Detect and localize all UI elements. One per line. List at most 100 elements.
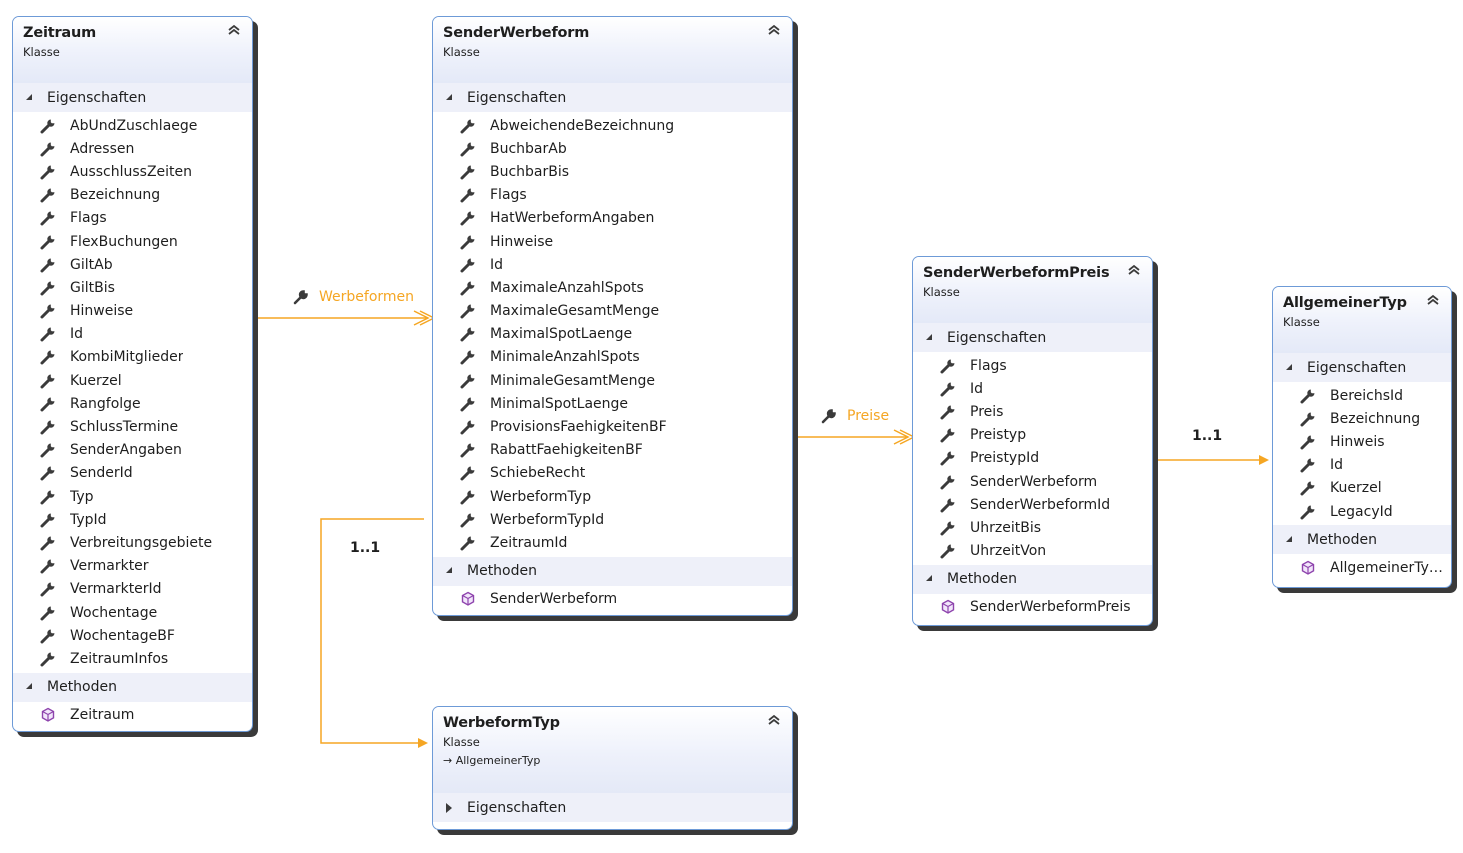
property-item[interactable]: GiltBis [13,276,252,299]
triangle-right-icon[interactable] [443,801,457,815]
property-item[interactable]: BuchbarBis [433,160,792,183]
property-item[interactable]: Hinweise [13,300,252,323]
property-item[interactable]: TypId [13,508,252,531]
double-chevron-up-icon[interactable] [1126,264,1142,278]
properties-section-header[interactable]: Eigenschaften [433,83,792,112]
property-item[interactable]: Hinweise [433,230,792,253]
property-item[interactable]: ProvisionsFaehigkeitenBF [433,415,792,438]
property-item[interactable]: MaximaleGesamtMenge [433,300,792,323]
triangle-down-icon[interactable] [443,564,457,578]
property-item[interactable]: GiltAb [13,253,252,276]
property-item[interactable]: SenderWerbeform [913,470,1152,493]
property-item[interactable]: Verbreitungsgebiete [13,531,252,554]
property-item[interactable]: SenderWerbeformId [913,493,1152,516]
property-item[interactable]: AbUndZuschlaege [13,114,252,137]
methods-section-label: Methoden [947,571,1017,588]
property-item[interactable]: BuchbarAb [433,137,792,160]
property-item[interactable]: AusschlussZeiten [13,160,252,183]
methods-section-header[interactable]: Methoden [13,672,252,702]
double-chevron-up-icon[interactable] [766,714,782,728]
property-item[interactable]: MinimaleAnzahlSpots [433,346,792,369]
property-item[interactable]: WochentageBF [13,624,252,647]
property-item[interactable]: Preis [913,400,1152,423]
property-item[interactable]: VermarkterId [13,578,252,601]
double-chevron-up-icon[interactable] [226,24,242,38]
property-item[interactable]: MinimalSpotLaenge [433,392,792,415]
property-item[interactable]: Wochentage [13,601,252,624]
property-item[interactable]: ZeitraumInfos [13,647,252,670]
methods-section-header[interactable]: Methoden [913,564,1152,594]
property-item[interactable]: Hinweis [1273,430,1451,453]
double-chevron-up-icon[interactable] [766,24,782,38]
properties-section-header[interactable]: Eigenschaften [433,793,792,822]
method-item[interactable]: AllgemeinerTyp... [1273,556,1451,579]
methods-section-header[interactable]: Methoden [1273,525,1451,555]
property-item[interactable]: SchlussTermine [13,415,252,438]
triangle-down-icon[interactable] [923,572,937,586]
property-item[interactable]: WerbeformTyp [433,485,792,508]
property-item[interactable]: Id [13,323,252,346]
property-item[interactable]: SchiebeRecht [433,462,792,485]
properties-section-header[interactable]: Eigenschaften [13,83,252,112]
methods-section-header[interactable]: Methoden [433,556,792,586]
property-item[interactable]: UhrzeitBis [913,516,1152,539]
preise-label[interactable]: Preise [820,407,889,425]
property-item[interactable]: Flags [13,207,252,230]
properties-section-header[interactable]: Eigenschaften [913,323,1152,352]
property-item[interactable]: Typ [13,485,252,508]
method-item[interactable]: SenderWerbeform [433,588,792,611]
property-item[interactable]: ZeitraumId [433,531,792,554]
property-item[interactable]: MinimaleGesamtMenge [433,369,792,392]
property-item[interactable]: Kuerzel [13,369,252,392]
property-item[interactable]: Flags [913,354,1152,377]
property-item[interactable]: FlexBuchungen [13,230,252,253]
property-item[interactable]: Bezeichnung [13,184,252,207]
class-name: Zeitraum [23,25,97,41]
method-item[interactable]: Zeitraum [13,704,252,727]
property-item[interactable]: Id [1273,454,1451,477]
method-item[interactable]: SenderWerbeformPreis [913,596,1152,619]
triangle-down-icon[interactable] [23,680,37,694]
triangle-down-icon[interactable] [443,91,457,105]
property-item[interactable]: KombiMitglieder [13,346,252,369]
property-item[interactable]: Kuerzel [1273,477,1451,500]
triangle-down-icon[interactable] [1283,533,1297,547]
property-item[interactable]: Vermarkter [13,555,252,578]
triangle-down-icon[interactable] [23,91,37,105]
property-item[interactable]: MaximalSpotLaenge [433,323,792,346]
triangle-down-icon[interactable] [923,331,937,345]
property-item[interactable]: HatWerbeformAngaben [433,207,792,230]
property-item[interactable]: Flags [433,184,792,207]
werbeformen-label[interactable]: Werbeformen [292,288,414,306]
property-item[interactable]: Id [433,253,792,276]
triangle-down-icon[interactable] [1283,361,1297,375]
property-item[interactable]: RabattFaehigkeitenBF [433,439,792,462]
property-item[interactable]: MaximaleAnzahlSpots [433,276,792,299]
property-item[interactable]: Bezeichnung [1273,407,1451,430]
wrench-icon [39,325,57,343]
property-item[interactable]: SenderAngaben [13,439,252,462]
property-item[interactable]: WerbeformTypId [433,508,792,531]
property-item[interactable]: Adressen [13,137,252,160]
property-item[interactable]: UhrzeitVon [913,540,1152,563]
double-chevron-up-icon[interactable] [1425,294,1441,308]
property-item[interactable]: LegacyId [1273,500,1451,523]
property-item[interactable]: PreistypId [913,447,1152,470]
property-item[interactable]: AbweichendeBezeichnung [433,114,792,137]
property-item[interactable]: Id [913,377,1152,400]
property-item[interactable]: BereichsId [1273,384,1451,407]
property-item[interactable]: Rangfolge [13,392,252,415]
property-item[interactable]: Preistyp [913,424,1152,447]
properties-section-header[interactable]: Eigenschaften [1273,353,1451,382]
property-item[interactable]: SenderId [13,462,252,485]
